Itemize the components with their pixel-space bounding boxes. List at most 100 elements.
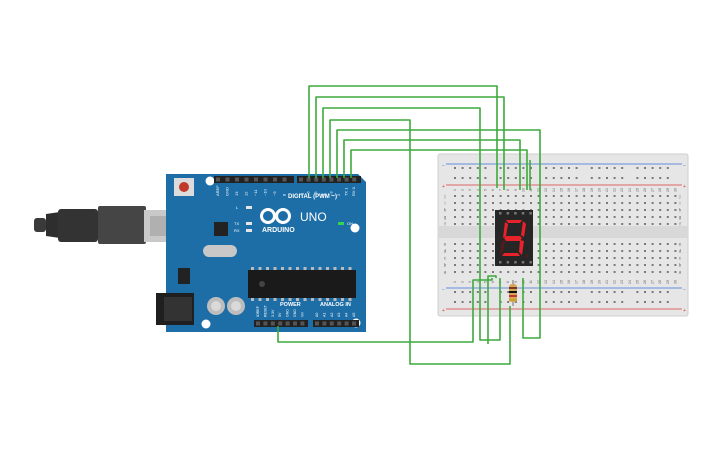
rail-hole[interactable]: [552, 167, 555, 169]
terminal-hole[interactable]: [575, 223, 578, 225]
terminal-hole[interactable]: [666, 264, 669, 266]
terminal-hole[interactable]: [545, 223, 548, 225]
terminal-hole[interactable]: [575, 257, 578, 259]
rail-hole[interactable]: [606, 291, 608, 293]
terminal-hole[interactable]: [568, 209, 570, 211]
rail-hole[interactable]: [659, 177, 662, 179]
terminal-hole[interactable]: [598, 250, 601, 252]
rail-hole[interactable]: [514, 177, 517, 179]
rail-hole[interactable]: [530, 291, 532, 293]
terminal-hole[interactable]: [530, 195, 532, 197]
terminal-hole[interactable]: [492, 195, 494, 197]
terminal-hole[interactable]: [628, 209, 631, 211]
terminal-hole[interactable]: [636, 250, 639, 252]
terminal-hole[interactable]: [628, 223, 631, 225]
rail-hole[interactable]: [598, 167, 601, 169]
rail-hole[interactable]: [606, 301, 608, 303]
power-pin-hole[interactable]: [263, 321, 268, 326]
terminal-hole[interactable]: [575, 271, 578, 273]
terminal-hole[interactable]: [484, 209, 487, 211]
terminal-hole[interactable]: [484, 195, 487, 197]
terminal-hole[interactable]: [636, 195, 639, 197]
terminal-hole[interactable]: [552, 202, 555, 204]
analog-pin-hole[interactable]: [337, 321, 342, 326]
terminal-hole[interactable]: [674, 250, 677, 252]
rail-hole[interactable]: [514, 301, 517, 303]
terminal-hole[interactable]: [560, 209, 563, 211]
terminal-hole[interactable]: [651, 195, 654, 197]
terminal-hole[interactable]: [583, 223, 586, 225]
terminal-hole[interactable]: [621, 209, 624, 211]
terminal-hole[interactable]: [590, 195, 593, 197]
terminal-hole[interactable]: [659, 223, 662, 225]
terminal-hole[interactable]: [545, 264, 548, 266]
segment-pin[interactable]: [506, 261, 510, 264]
rail-hole[interactable]: [644, 177, 646, 179]
rail-hole[interactable]: [590, 177, 593, 179]
terminal-hole[interactable]: [469, 223, 472, 225]
terminal-hole[interactable]: [492, 209, 494, 211]
rail-hole[interactable]: [575, 167, 578, 169]
rail-hole[interactable]: [636, 291, 639, 293]
rail-hole[interactable]: [476, 177, 479, 179]
terminal-hole[interactable]: [590, 216, 593, 218]
rail-hole[interactable]: [454, 177, 456, 179]
jumper-wire[interactable]: [343, 139, 521, 190]
terminal-hole[interactable]: [628, 271, 631, 273]
terminal-hole[interactable]: [461, 209, 464, 211]
rail-hole[interactable]: [606, 167, 608, 169]
terminal-hole[interactable]: [461, 216, 464, 218]
terminal-hole[interactable]: [545, 202, 548, 204]
digital-pin-hole[interactable]: [321, 177, 326, 182]
terminal-hole[interactable]: [545, 216, 548, 218]
terminal-hole[interactable]: [476, 271, 479, 273]
terminal-hole[interactable]: [651, 209, 654, 211]
terminal-hole[interactable]: [651, 264, 654, 266]
terminal-hole[interactable]: [644, 195, 646, 197]
terminal-hole[interactable]: [461, 202, 464, 204]
digital-pin-hole[interactable]: [235, 177, 239, 182]
power-pin-hole[interactable]: [300, 321, 305, 326]
terminal-hole[interactable]: [590, 264, 593, 266]
segment-pin[interactable]: [499, 212, 502, 215]
terminal-hole[interactable]: [606, 264, 608, 266]
terminal-hole[interactable]: [575, 195, 578, 197]
terminal-hole[interactable]: [537, 257, 540, 259]
terminal-hole[interactable]: [469, 209, 472, 211]
analog-pin-hole[interactable]: [315, 321, 319, 326]
terminal-hole[interactable]: [522, 195, 525, 197]
terminal-hole[interactable]: [613, 264, 616, 266]
rail-hole[interactable]: [659, 167, 662, 169]
rail-hole[interactable]: [666, 167, 669, 169]
terminal-hole[interactable]: [674, 264, 677, 266]
terminal-hole[interactable]: [454, 223, 456, 225]
terminal-hole[interactable]: [590, 223, 593, 225]
terminal-hole[interactable]: [568, 250, 570, 252]
terminal-hole[interactable]: [560, 223, 563, 225]
terminal-hole[interactable]: [636, 264, 639, 266]
terminal-hole[interactable]: [476, 264, 479, 266]
segment-pin[interactable]: [506, 212, 510, 215]
terminal-hole[interactable]: [537, 195, 540, 197]
terminal-hole[interactable]: [613, 250, 616, 252]
rail-hole[interactable]: [507, 167, 510, 169]
terminal-hole[interactable]: [522, 271, 525, 273]
terminal-hole[interactable]: [666, 257, 669, 259]
terminal-hole[interactable]: [461, 243, 464, 245]
terminal-hole[interactable]: [583, 264, 586, 266]
terminal-hole[interactable]: [621, 216, 624, 218]
digital-pin-hole[interactable]: [273, 177, 277, 182]
terminal-hole[interactable]: [476, 216, 479, 218]
digital-pin-hole[interactable]: [282, 177, 287, 182]
terminal-hole[interactable]: [492, 202, 494, 204]
rail-hole[interactable]: [461, 291, 464, 293]
rail-hole[interactable]: [461, 177, 464, 179]
rail-hole[interactable]: [499, 167, 502, 169]
terminal-hole[interactable]: [552, 216, 555, 218]
terminal-hole[interactable]: [499, 202, 502, 204]
terminal-hole[interactable]: [659, 250, 662, 252]
terminal-hole[interactable]: [644, 223, 646, 225]
rail-hole[interactable]: [636, 177, 639, 179]
power-pin-hole[interactable]: [270, 321, 275, 326]
terminal-hole[interactable]: [492, 223, 494, 225]
